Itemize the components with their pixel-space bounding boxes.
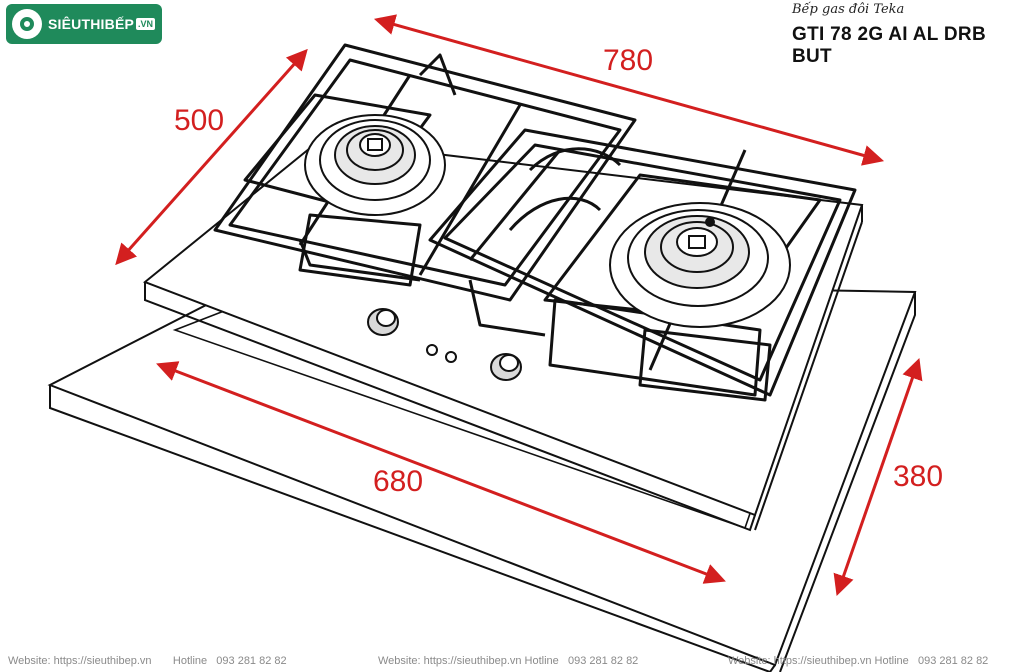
logo-icon xyxy=(12,9,42,39)
arrow-780 xyxy=(373,14,885,166)
dimension-label-380: 380 xyxy=(893,460,944,493)
dimension-label-780: 780 xyxy=(603,44,654,77)
dimension-arrows xyxy=(115,14,923,596)
dimension-label-500: 500 xyxy=(174,104,225,137)
right-burner xyxy=(609,202,791,328)
footer-contact-left: Website: https://sieuthibep.vn Hotline 0… xyxy=(8,655,287,667)
logo-suffix: .VN xyxy=(136,18,156,30)
arrow-380 xyxy=(833,358,923,596)
footer-contact-center: Website: https://sieuthibep.vn Hotline 0… xyxy=(378,655,639,667)
control-button-2 xyxy=(445,351,457,363)
arrow-500 xyxy=(115,48,308,266)
arrow-680 xyxy=(156,361,726,584)
product-subtitle: Bếp gas đôi Teka xyxy=(792,2,905,17)
logo-text: SIÊUTHIBẾP xyxy=(48,16,135,32)
brand-logo[interactable]: SIÊUTHIBẾP .VN xyxy=(6,4,162,44)
control-button-1 xyxy=(426,344,438,356)
footer-contact-right: Website: https://sieuthibep.vn Hotline 0… xyxy=(728,655,989,667)
left-burner xyxy=(304,114,446,216)
dimension-label-680: 680 xyxy=(373,465,424,498)
